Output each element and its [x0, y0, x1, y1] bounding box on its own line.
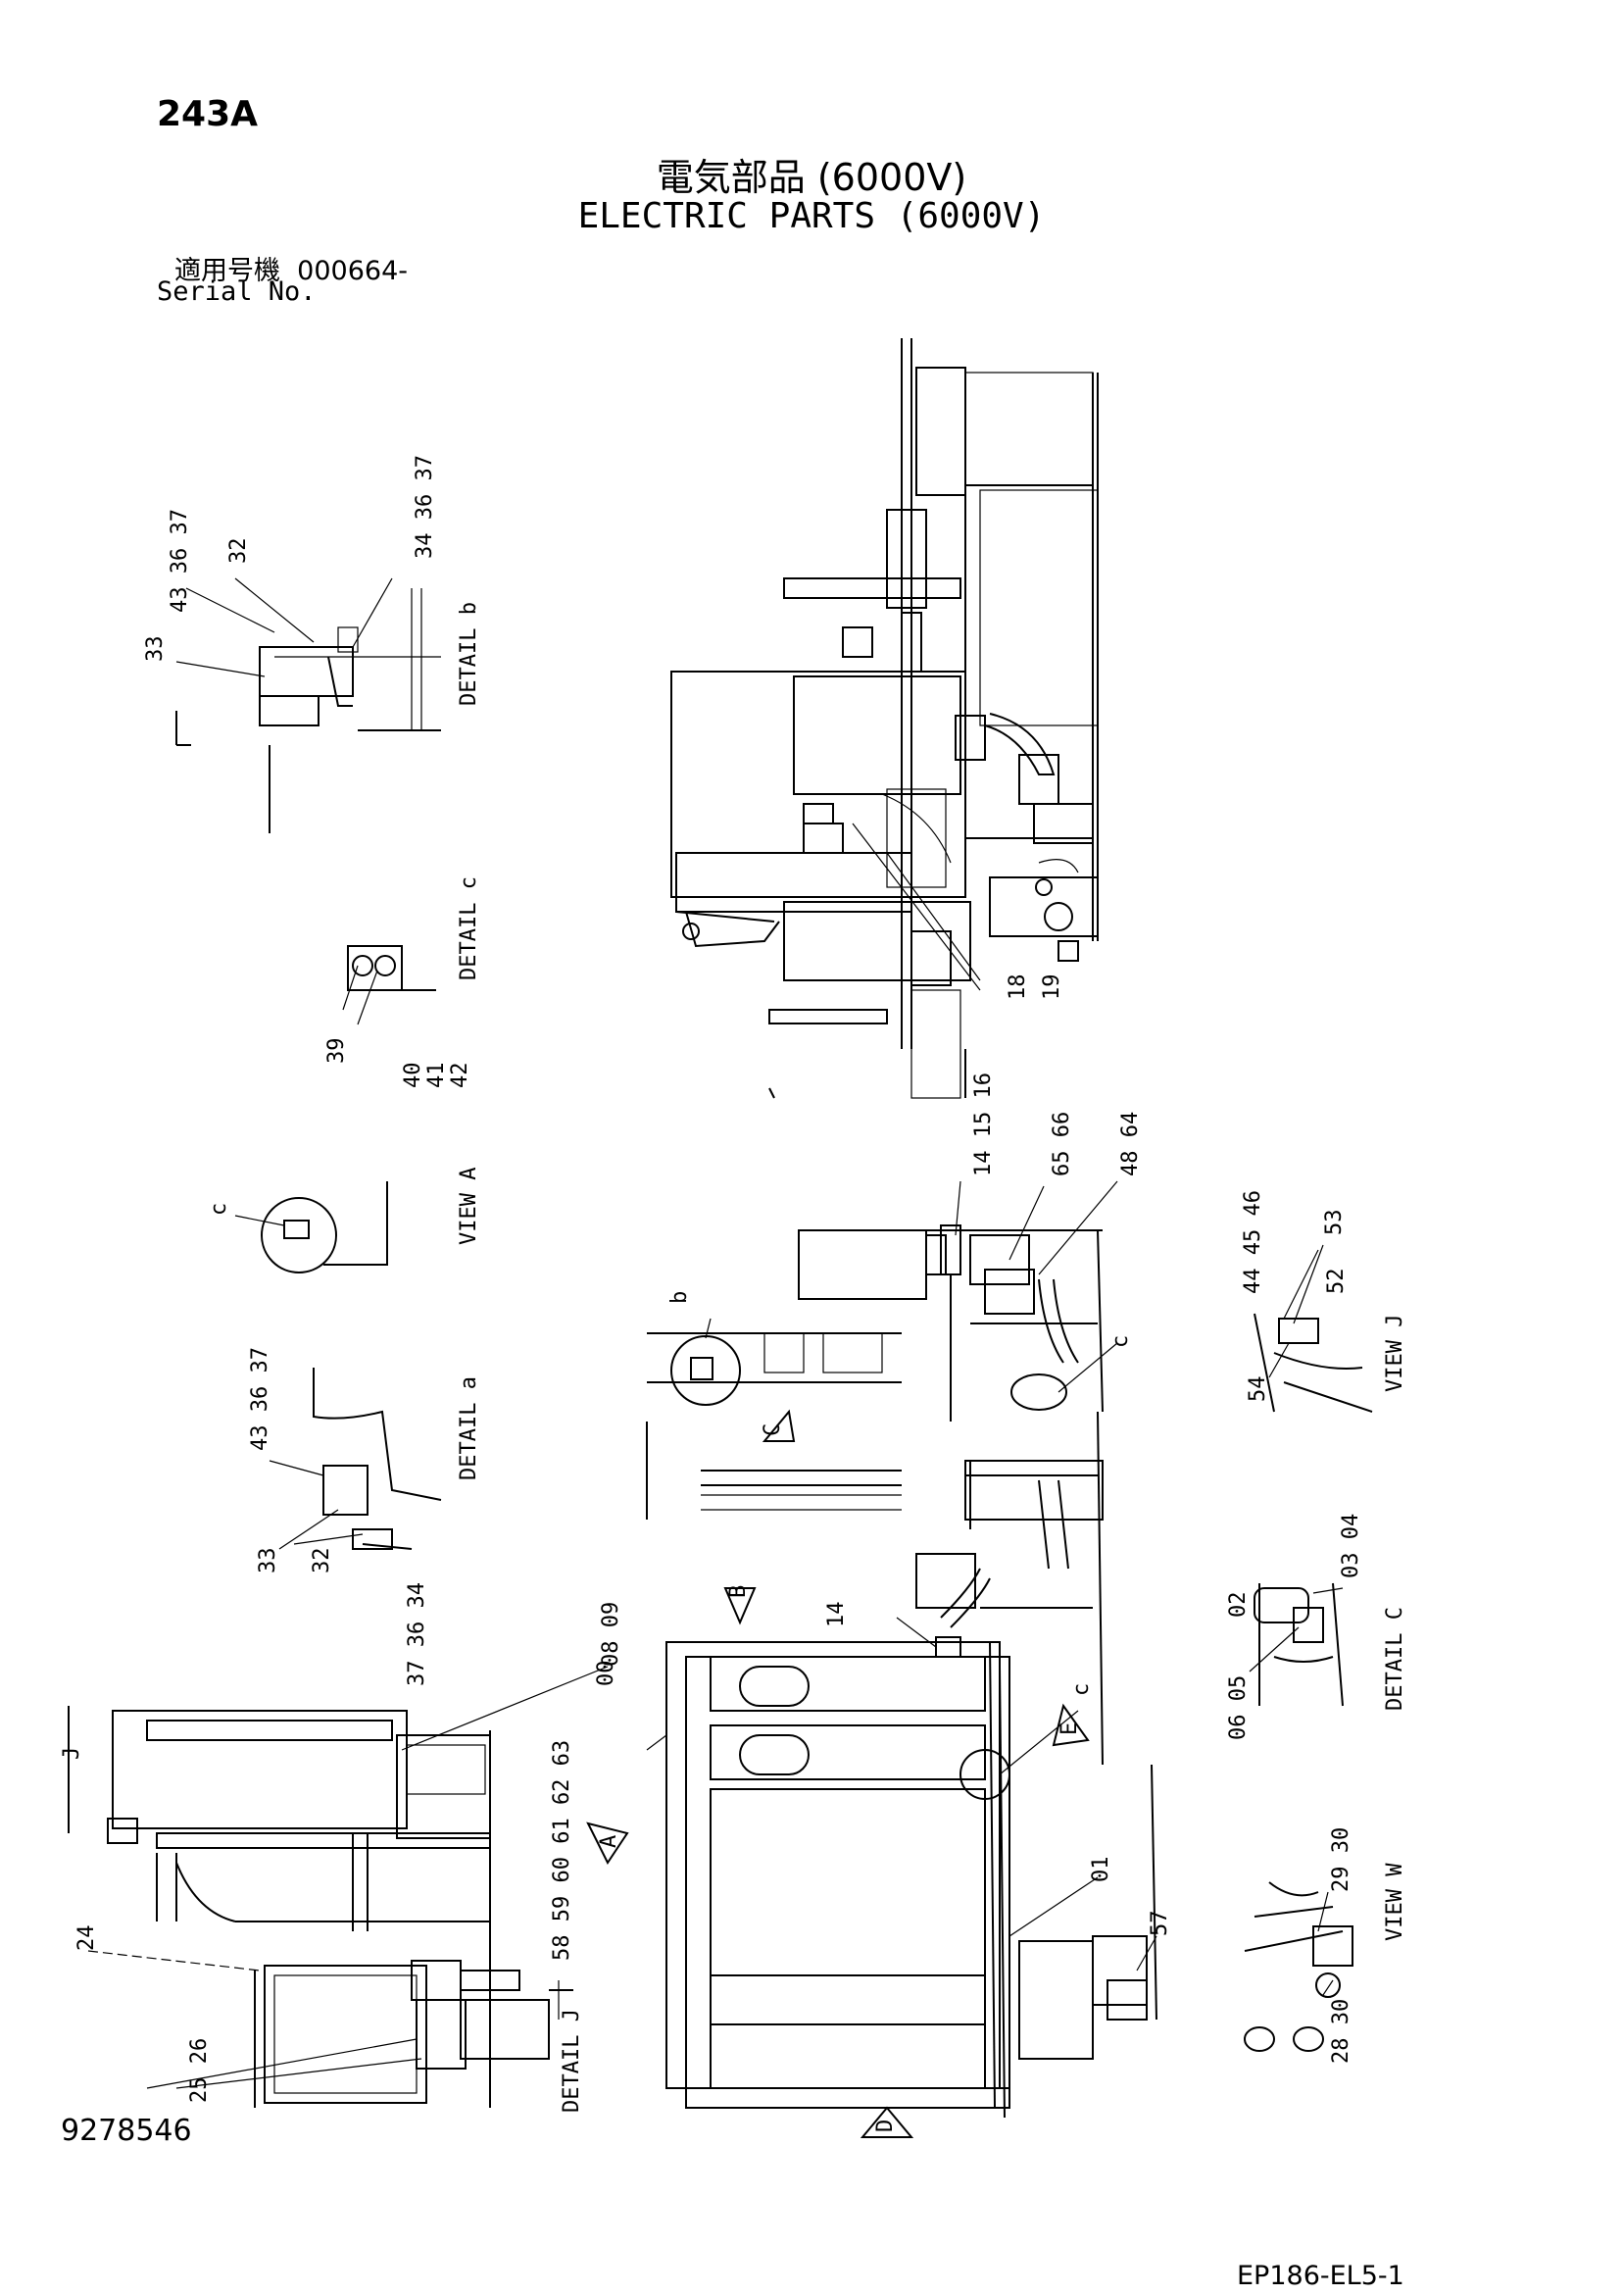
right-details	[1244, 1313, 1373, 2052]
title-english: ELECTRIC PARTS (6000V)	[577, 196, 1046, 236]
view-letter-j: J	[60, 1747, 84, 1760]
detail-upper-left	[175, 588, 441, 833]
detail-tag-Jv: VIEW J	[1383, 1315, 1407, 1392]
callout-433637b: 43 36 37	[248, 1347, 272, 1451]
callout-343637: 34 36 37	[413, 455, 437, 559]
detail-c-mark-1: c	[207, 1203, 231, 1216]
callout-01: 01	[1089, 1857, 1113, 1883]
callout-0304: 03 04	[1339, 1514, 1363, 1578]
callout-24: 24	[74, 1925, 99, 1952]
detail-tag-A: VIEW A	[457, 1168, 481, 1245]
callout-33b: 33	[256, 1548, 280, 1574]
view-letter-a: A	[597, 1835, 621, 1848]
reference-code: EP186-EL5-1	[1237, 2261, 1404, 2291]
callout-52: 52	[1324, 1269, 1349, 1295]
callout-2930: 29 30	[1329, 1827, 1353, 1892]
callout-33a: 33	[143, 636, 168, 663]
detail-tag-c: DETAIL c	[457, 876, 481, 980]
callout-00: 00	[594, 1661, 618, 1687]
detail-tag-C: DETAIL C	[1383, 1607, 1407, 1711]
title-japanese: 電気部品 (6000V)	[656, 156, 967, 199]
callout-0809: 08 09	[599, 1602, 623, 1667]
callout-40: 40	[401, 1063, 425, 1089]
callout-42: 42	[448, 1063, 472, 1089]
callout-5859: 58 59 60 61 62 63	[550, 1740, 574, 1961]
view-letter-c: C	[761, 1423, 785, 1436]
detail-tag-J: DETAIL J	[560, 2009, 584, 2113]
callout-18: 18	[1006, 974, 1030, 1001]
callout-433637a: 43 36 37	[168, 509, 192, 613]
middle-right-view	[798, 1224, 1104, 1766]
detail-b-area	[646, 1332, 902, 1520]
view-arrows	[586, 1409, 1090, 2138]
view-letter-e: E	[1057, 1722, 1082, 1735]
view-letter-b: B	[726, 1585, 751, 1598]
callout-41: 41	[424, 1063, 449, 1089]
serial-value: 000664-	[297, 256, 408, 286]
callout-57: 57	[1148, 1911, 1172, 1937]
detail-tag-W: VIEW W	[1383, 1863, 1407, 1941]
bottom-cabinet	[665, 1553, 1157, 2119]
callout-141516: 14 15 16	[971, 1073, 996, 1176]
callout-54: 54	[1246, 1376, 1270, 1403]
main-machine-view	[670, 338, 1099, 1099]
callout-6566: 65 66	[1050, 1112, 1074, 1176]
detail-tag-b: DETAIL b	[457, 602, 481, 706]
callout-444546: 44 45 46	[1241, 1190, 1265, 1294]
document-number: 9278546	[61, 2114, 192, 2148]
callout-0605: 06 05	[1226, 1675, 1251, 1740]
callout-19: 19	[1040, 974, 1064, 1001]
detail-tags: DETAIL b DETAIL c VIEW A DETAIL a DETAIL…	[457, 602, 1407, 2113]
detail-a	[261, 1181, 442, 1550]
callout-53: 53	[1322, 1210, 1347, 1236]
view-letter-d: D	[873, 2120, 898, 2132]
leader-lines	[87, 577, 1344, 2089]
bottom-left-view	[68, 1706, 573, 2108]
callout-labels: 33 43 36 37 32 34 36 37 39 40 41 42 c 43…	[74, 455, 1363, 2103]
callout-2526: 25 26	[187, 2038, 212, 2103]
callout-373634: 37 36 34	[405, 1582, 429, 1686]
serial-label-jp-text: 適用号機	[174, 256, 280, 286]
callout-32a: 32	[226, 538, 251, 565]
page-code: 243A	[157, 94, 259, 134]
callout-39: 39	[324, 1038, 349, 1065]
detail-c-mark-3: c	[1069, 1683, 1094, 1696]
view-letters: A B C D E J	[60, 1423, 1082, 2132]
callout-4864: 48 64	[1118, 1112, 1143, 1176]
callout-02: 02	[1226, 1592, 1251, 1619]
detail-c-mark-2: c	[1108, 1335, 1133, 1348]
callout-14a: 14	[824, 1602, 849, 1628]
callout-32b: 32	[310, 1548, 334, 1574]
serial-label-english: Serial No.	[157, 276, 317, 307]
serial-label-japanese: 適用号機 000664-	[174, 249, 408, 287]
callout-2830: 28 30	[1329, 1999, 1353, 2064]
detail-b-mark: b	[667, 1291, 692, 1304]
detail-bracket-c	[347, 945, 436, 991]
detail-tag-a: DETAIL a	[457, 1376, 481, 1480]
